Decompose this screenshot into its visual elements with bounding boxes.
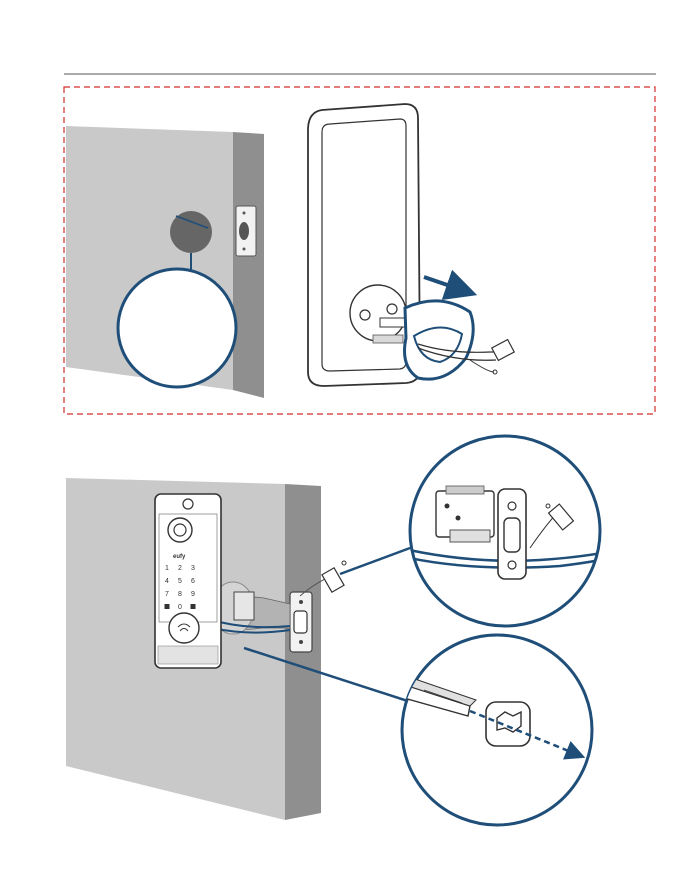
keypad-key-4: 4 [165, 578, 169, 585]
callout-line-latch [340, 548, 410, 574]
keypad-key-8: 8 [178, 591, 182, 598]
keypad-device: eufy 1 2 3 4 5 6 7 8 9 0 [155, 494, 221, 668]
keypad-key-0: 0 [178, 604, 182, 611]
keypad-key-2: 2 [178, 565, 182, 572]
keypad-key-7: 7 [165, 591, 169, 598]
keypad-lock-key-icon [165, 604, 170, 609]
interior-panel-illustration [308, 104, 514, 386]
door-bore-hole [170, 211, 212, 253]
keypad-key-3: 3 [191, 565, 195, 572]
door-with-hole-illustration [66, 126, 264, 398]
hole-size-callout [118, 269, 236, 387]
spindle-detail-circle [402, 635, 592, 825]
keypad-key-5: 5 [178, 578, 182, 585]
keypad-unlock-key-icon [191, 604, 196, 609]
keypad-key-1: 1 [165, 565, 169, 572]
direction-arrow [424, 277, 462, 290]
latch-detail-circle [400, 436, 632, 626]
keypad-brand-label: eufy [173, 554, 186, 560]
keypad-key-6: 6 [191, 578, 195, 585]
keypad-key-9: 9 [191, 591, 195, 598]
